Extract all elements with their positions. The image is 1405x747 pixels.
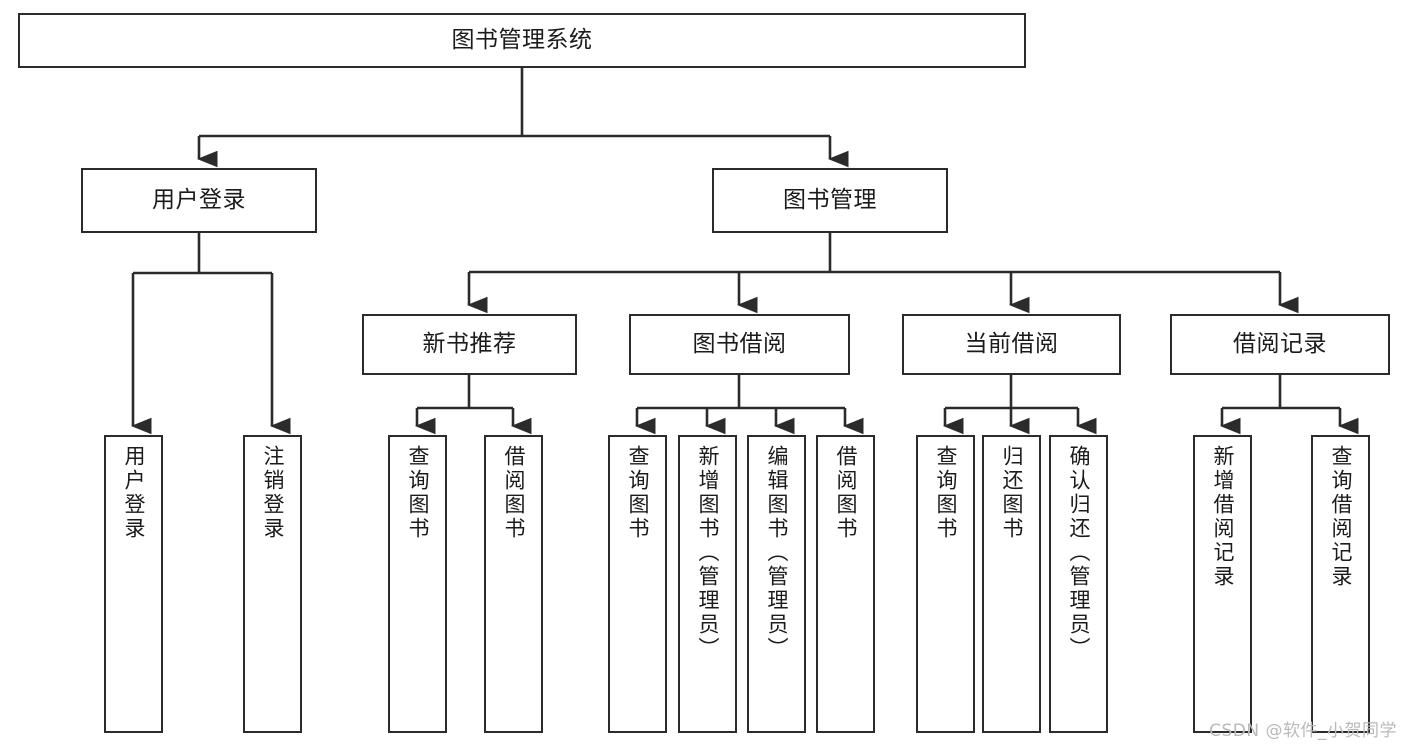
node-leaf-borrow-book-2[interactable]: 借阅图书 [816, 435, 875, 733]
node-current-borrow[interactable]: 当前借阅 [902, 314, 1121, 375]
node-leaf-add-record[interactable]: 新增借阅记录 [1193, 435, 1252, 733]
node-label: 查询图书 [406, 445, 430, 541]
node-label: 当前借阅 [964, 331, 1059, 358]
watermark-text: CSDN @软件_小贺同学 [1209, 721, 1397, 741]
node-label: 图书借阅 [692, 331, 787, 358]
node-label: 图书管理系统 [451, 27, 593, 54]
node-label: 新增图书（管理员） [696, 445, 720, 661]
node-borrow-record[interactable]: 借阅记录 [1170, 314, 1390, 375]
node-leaf-user-login[interactable]: 用户登录 [104, 435, 163, 733]
node-leaf-return-book[interactable]: 归还图书 [982, 435, 1041, 733]
node-leaf-confirm-return[interactable]: 确认归还（管理员） [1049, 435, 1108, 733]
node-leaf-query-book-3[interactable]: 查询图书 [916, 435, 975, 733]
node-label: 新增借阅记录 [1211, 445, 1235, 589]
node-leaf-edit-book[interactable]: 编辑图书（管理员） [747, 435, 806, 733]
node-label: 新书推荐 [422, 331, 517, 358]
node-user-login[interactable]: 用户登录 [81, 168, 317, 233]
node-label: 用户登录 [152, 187, 246, 214]
node-label: 编辑图书（管理员） [765, 445, 789, 661]
node-label: 查询图书 [626, 445, 650, 541]
node-label: 用户登录 [122, 445, 146, 541]
node-label: 归还图书 [1000, 445, 1024, 541]
node-leaf-query-record[interactable]: 查询借阅记录 [1311, 435, 1370, 733]
node-label: 确认归还（管理员） [1067, 445, 1091, 661]
node-root-system[interactable]: 图书管理系统 [18, 13, 1026, 68]
node-leaf-logout[interactable]: 注销登录 [243, 435, 302, 733]
node-label: 查询图书 [934, 445, 958, 541]
node-label: 图书管理 [783, 187, 877, 214]
node-label: 注销登录 [261, 445, 285, 541]
node-label: 借阅记录 [1233, 331, 1327, 358]
node-new-book-recommend[interactable]: 新书推荐 [362, 314, 577, 375]
node-leaf-borrow-book-1[interactable]: 借阅图书 [484, 435, 543, 733]
node-leaf-query-book-2[interactable]: 查询图书 [608, 435, 667, 733]
node-label: 查询借阅记录 [1329, 445, 1353, 589]
node-book-management[interactable]: 图书管理 [712, 168, 948, 233]
node-label: 借阅图书 [834, 445, 858, 541]
node-book-borrow[interactable]: 图书借阅 [629, 314, 850, 375]
node-leaf-add-book[interactable]: 新增图书（管理员） [678, 435, 737, 733]
node-leaf-query-book-1[interactable]: 查询图书 [388, 435, 447, 733]
node-label: 借阅图书 [502, 445, 526, 541]
